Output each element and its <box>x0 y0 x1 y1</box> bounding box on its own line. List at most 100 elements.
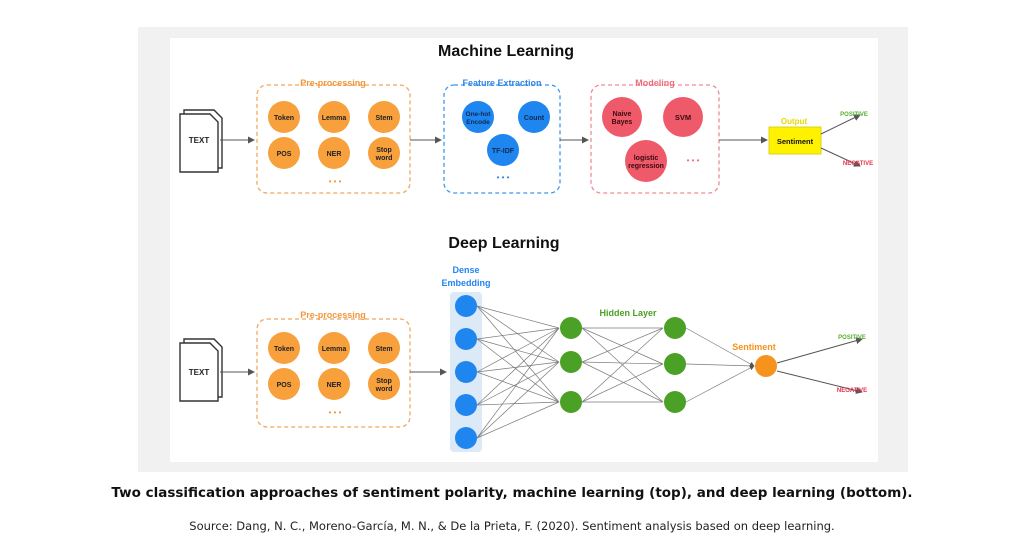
dl-embedding-label-line1: Dense <box>452 265 479 275</box>
network-edge <box>476 327 560 340</box>
svg-text:TF-IDF: TF-IDF <box>492 148 515 155</box>
dl-arrow-negative <box>776 370 863 394</box>
ml-negative-label: NEGATIVE <box>843 161 873 167</box>
network-edge <box>581 363 664 403</box>
dl-document-icon: TEXT <box>179 338 223 402</box>
network-edge <box>476 401 560 439</box>
network-edge <box>476 305 560 329</box>
hidden2-node-1 <box>664 317 686 339</box>
ml-preprocessing-label: Pre-processing <box>300 78 366 88</box>
dl-pre-ellipsis: • • • <box>329 408 342 417</box>
network-edge <box>476 327 560 373</box>
dl-pre-node-pos: POS <box>268 368 300 400</box>
diagram: Machine Learning TEXT Pre-processing Tok… <box>179 43 873 452</box>
network-edge <box>581 361 664 403</box>
network-edges <box>476 305 755 439</box>
figure-source: Source: Dang, N. C., Moreno-García, M. N… <box>189 519 835 533</box>
dl-title: Deep Learning <box>448 235 559 252</box>
network-edge <box>581 327 664 365</box>
ml-fe-node-tfidf: TF-IDF <box>487 134 519 166</box>
ml-model-ellipsis: • • • <box>687 156 700 165</box>
svg-text:Count: Count <box>524 115 545 122</box>
svg-text:NER: NER <box>327 151 342 158</box>
diagram-panel: Machine Learning TEXT Pre-processing Tok… <box>170 38 878 462</box>
ml-arrow-positive <box>820 114 861 135</box>
svg-text:Stem: Stem <box>375 346 392 353</box>
dl-positive-label: POSITIVE <box>838 335 866 341</box>
ml-pre-node-pos: POS <box>268 137 300 169</box>
embedding-node-4 <box>455 394 477 416</box>
network-edge <box>476 327 560 439</box>
network-nodes <box>455 295 777 449</box>
dl-pre-node-token: Token <box>268 332 300 364</box>
ml-title: Machine Learning <box>438 43 574 60</box>
network-edge <box>476 338 560 363</box>
dl-pre-node-stem: Stem <box>368 332 400 364</box>
ml-output-label: Output <box>781 117 808 126</box>
ml-feature-extraction-box <box>443 84 561 194</box>
svg-text:Lemma: Lemma <box>322 115 347 122</box>
ml-pre-ellipsis: • • • <box>329 177 342 186</box>
network-edge <box>476 401 560 406</box>
network-edge <box>476 361 560 439</box>
ml-fe-node-count: Count <box>518 101 550 133</box>
network-edge <box>685 363 755 369</box>
dl-sentiment-label: Sentiment <box>732 342 776 352</box>
hidden2-node-2 <box>664 353 686 375</box>
ml-output-box <box>768 126 822 155</box>
svg-text:POS: POS <box>277 382 292 389</box>
svg-text:SVM: SVM <box>675 113 691 122</box>
ml-model-node-svm: SVM <box>663 97 703 137</box>
dl-arrow-positive <box>776 337 863 364</box>
network-edge <box>476 327 560 406</box>
svg-text:POS: POS <box>277 151 292 158</box>
ml-positive-label: POSITIVE <box>840 112 868 118</box>
svg-text:Stem: Stem <box>375 115 392 122</box>
ml-fe-ellipsis: • • • <box>497 173 510 182</box>
ml-text-label: TEXT <box>189 136 210 145</box>
embedding-node-3 <box>455 361 477 383</box>
embedding-node-1 <box>455 295 477 317</box>
ml-document-icon: TEXT <box>179 109 223 173</box>
ml-preprocessing-box <box>256 84 411 194</box>
ml-pre-node-token: Token <box>268 101 300 133</box>
network-edge <box>581 327 664 403</box>
dl-pre-node-ner: NER <box>318 368 350 400</box>
hidden1-node-1 <box>560 317 582 339</box>
network-edge <box>476 305 560 403</box>
dl-preprocessing-label: Pre-processing <box>300 310 366 320</box>
network-edge <box>685 327 755 367</box>
network-edge <box>581 361 664 365</box>
hidden2-node-3 <box>664 391 686 413</box>
svg-text:Token: Token <box>274 346 294 353</box>
svg-text:Token: Token <box>274 115 294 122</box>
hidden1-node-2 <box>560 351 582 373</box>
network-edge <box>476 371 560 403</box>
ml-modeling-box <box>590 84 720 194</box>
figure-caption: Two classification approaches of sentime… <box>111 485 913 501</box>
dl-preprocessing-box <box>256 318 411 428</box>
dl-embedding-label-line2: Embedding <box>442 278 491 288</box>
hidden1-node-3 <box>560 391 582 413</box>
dl-pre-node-lemma: Lemma <box>318 332 350 364</box>
ml-feature-extraction-label: Feature Extraction <box>462 78 541 88</box>
sentiment-node-1 <box>755 355 777 377</box>
ml-arrow-negative <box>820 147 861 167</box>
dl-hidden-layer-label: Hidden Layer <box>599 308 657 318</box>
embedding-node-5 <box>455 427 477 449</box>
network-edge <box>685 365 755 403</box>
network-edge <box>476 338 560 403</box>
ml-pre-node-stem: Stem <box>368 101 400 133</box>
ml-pre-node-ner: NER <box>318 137 350 169</box>
network-edge <box>476 305 560 363</box>
